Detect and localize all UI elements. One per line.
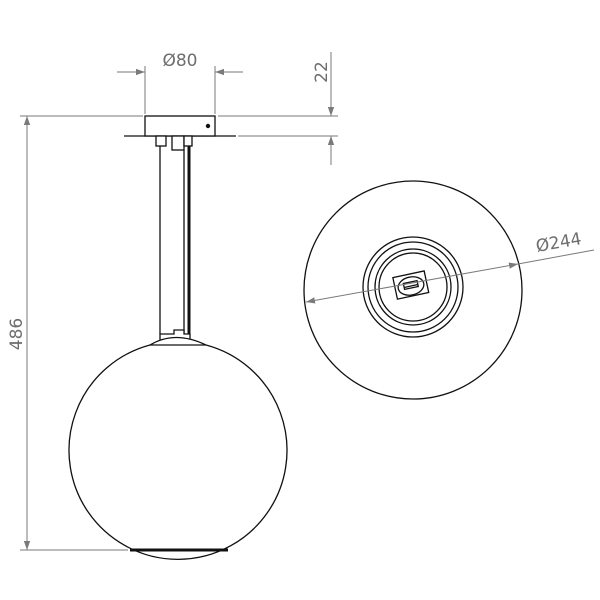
top-view — [303, 180, 523, 400]
globe-neck — [147, 336, 207, 346]
cable-clamp-center — [171, 135, 185, 151]
globe-diameter-dimension: Ø244 — [305, 229, 595, 304]
canopy-diameter-dimension: Ø80 — [117, 51, 243, 114]
canopy — [144, 115, 216, 137]
canopy-height-dimension: 22 — [218, 52, 338, 165]
glass-globe — [68, 344, 288, 560]
cable-clamp-right — [183, 135, 193, 147]
total-height-dimension: 486 — [7, 115, 143, 551]
canopy-height-label: 22 — [312, 61, 332, 83]
side-view — [68, 115, 288, 560]
canopy-screw — [205, 123, 211, 129]
globe-outline-top — [303, 180, 523, 400]
cable-clamp-left — [155, 135, 167, 147]
globe-diameter-label: Ø244 — [534, 229, 583, 257]
total-height-label: 486 — [7, 318, 27, 350]
canopy-diameter-label: Ø80 — [162, 51, 197, 71]
